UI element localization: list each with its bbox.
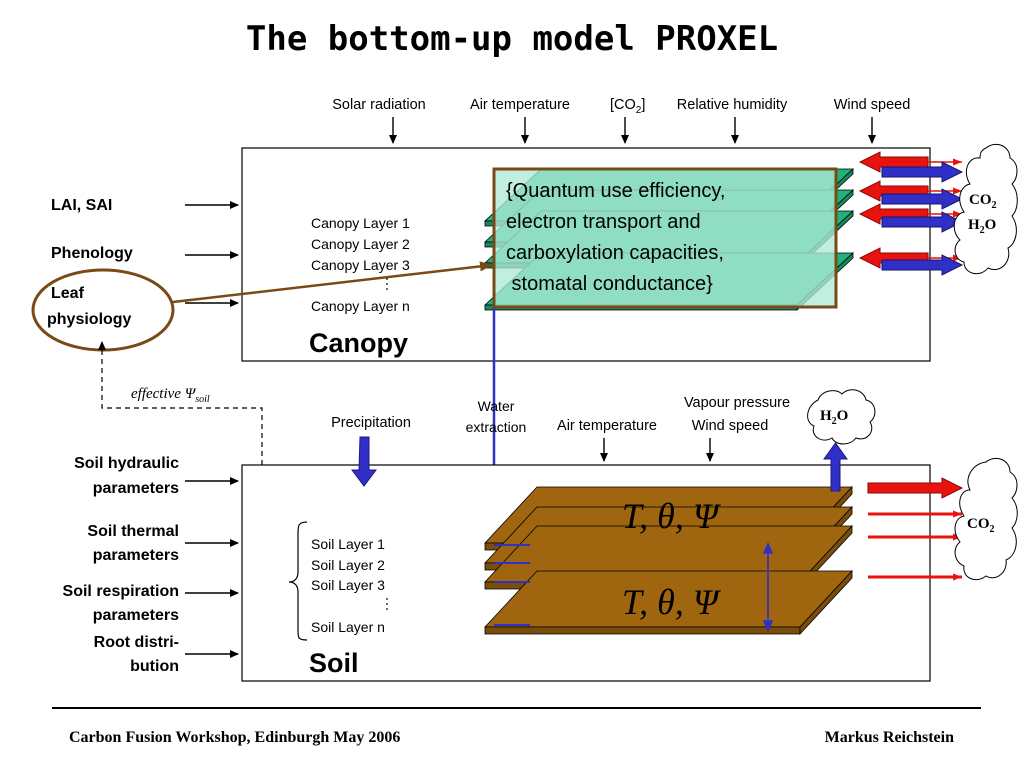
canopy-input-arrows	[185, 201, 239, 307]
soil-layer-1: Soil Layer 1	[311, 536, 385, 552]
driver-vapour-pressure: Vapour pressure	[684, 395, 790, 411]
param-line-1: {Quantum use efficiency,	[506, 180, 725, 202]
canopy-h2o-label: H2O	[968, 217, 996, 236]
input-soil-hydraulic-1: Soil hydraulic	[74, 455, 179, 472]
input-lai-sai: LAI, SAI	[51, 197, 112, 214]
param-line-3: carboxylation capacities,	[506, 242, 724, 264]
canopy-inputs: LAI, SAI Phenology Leaf physiology	[47, 197, 133, 328]
soil-layer-labels: Soil Layer 1 Soil Layer 2 Soil Layer 3 S…	[311, 536, 385, 635]
canopy-ellipsis-dots	[386, 278, 388, 290]
soil-label: Soil	[309, 648, 359, 678]
effective-psi-dashed-link	[98, 341, 263, 582]
driver-relative-humidity: Relative humidity	[677, 97, 788, 113]
soil-layers-brace	[288, 521, 308, 641]
soil-layers	[484, 485, 853, 636]
canopy-label: Canopy	[309, 328, 408, 358]
soil-flux-arrows	[867, 477, 964, 581]
soil-layer-n: Soil Layer n	[311, 619, 385, 635]
driver-soil-air-temperature: Air temperature	[557, 418, 657, 434]
water-extraction-label-2: extraction	[466, 419, 527, 435]
water-extraction-label-1: Water	[478, 398, 515, 414]
leaf-parameter-text: {Quantum use efficiency, electron transp…	[506, 180, 725, 295]
soil-h2o-cloud	[807, 389, 876, 445]
input-phenology: Phenology	[51, 245, 133, 262]
physiology-link-arrow	[172, 261, 493, 304]
driver-co2: [CO2]	[610, 97, 645, 116]
input-soil-hydraulic-2: parameters	[93, 480, 179, 497]
soil-h2o-label: H2O	[820, 408, 848, 427]
soil-driver-arrows	[600, 438, 714, 462]
canopy-h2o-release-arrow-n	[881, 254, 964, 276]
param-line-4: stomatal conductance}	[506, 273, 713, 295]
input-soil-respiration-1: Soil respiration	[63, 583, 179, 600]
footer-right: Markus Reichstein	[825, 729, 954, 746]
canopy-layer-3: Canopy Layer 3	[311, 257, 410, 273]
soil-state-vars-bottom: T, θ, Ψ	[622, 582, 722, 622]
canopy-h2o-release-arrow-1	[881, 161, 964, 183]
canopy-drivers: Solar radiation Air temperature [CO2] Re…	[332, 97, 910, 116]
soil-slab-n	[484, 569, 853, 636]
driver-precipitation: Precipitation	[331, 415, 411, 431]
input-soil-thermal-1: Soil thermal	[87, 523, 179, 540]
leaf-physiology-ellipse	[31, 268, 175, 352]
soil-layer-3: Soil Layer 3	[311, 577, 385, 593]
input-root-distribution-1: Root distri-	[94, 634, 179, 651]
input-soil-thermal-2: parameters	[93, 547, 179, 564]
canopy-layer-1: Canopy Layer 1	[311, 215, 410, 231]
soil-vertical-exchange-arrow	[762, 542, 774, 632]
canopy-flux-cloud	[953, 143, 1018, 275]
soil-co2-cloud	[954, 457, 1018, 581]
canopy-layer-2: Canopy Layer 2	[311, 236, 410, 252]
soil-state-vars-top: T, θ, Ψ	[622, 496, 722, 536]
soil-ellipsis-dots	[386, 598, 388, 610]
canopy-driver-arrows	[389, 117, 876, 144]
driver-soil-wind-speed: Wind speed	[692, 418, 769, 434]
input-physiology: physiology	[47, 311, 132, 328]
footer-left: Carbon Fusion Workshop, Edinburgh May 20…	[69, 729, 400, 746]
soil-layer-2: Soil Layer 2	[311, 557, 385, 573]
soil-co2-label: CO2	[967, 516, 995, 535]
canopy-h2o-release-arrow-2	[881, 188, 964, 210]
canopy-flux-arrows	[858, 151, 964, 276]
canopy-layer-labels: Canopy Layer 1 Canopy Layer 2 Canopy Lay…	[311, 215, 410, 314]
driver-solar-radiation: Solar radiation	[332, 97, 426, 113]
param-line-2: electron transport and	[506, 211, 701, 233]
driver-wind-speed: Wind speed	[834, 97, 911, 113]
input-leaf: Leaf	[51, 285, 85, 302]
canopy-co2-label: CO2	[969, 192, 997, 211]
soil-input-arrows	[185, 477, 239, 658]
soil-inputs: Soil hydraulic parameters Soil thermal p…	[63, 455, 180, 675]
canopy-layer-n: Canopy Layer n	[311, 298, 410, 314]
effective-psi-soil-label: effective Ψsoil	[131, 386, 210, 405]
root-extraction-ticks	[494, 544, 530, 626]
soil-co2-arrow-1	[867, 477, 964, 499]
canopy-h2o-release-arrow-3	[881, 211, 964, 233]
input-root-distribution-2: bution	[130, 658, 179, 675]
soil-evaporation-arrow	[823, 442, 848, 492]
input-soil-respiration-2: parameters	[93, 607, 179, 624]
page-title: The bottom-up model PROXEL	[246, 19, 778, 59]
driver-air-temperature: Air temperature	[470, 97, 570, 113]
soil-drivers: Precipitation Air temperature Vapour pre…	[331, 395, 790, 434]
leaf-parameter-box	[492, 167, 838, 309]
precipitation-arrow	[351, 436, 377, 487]
